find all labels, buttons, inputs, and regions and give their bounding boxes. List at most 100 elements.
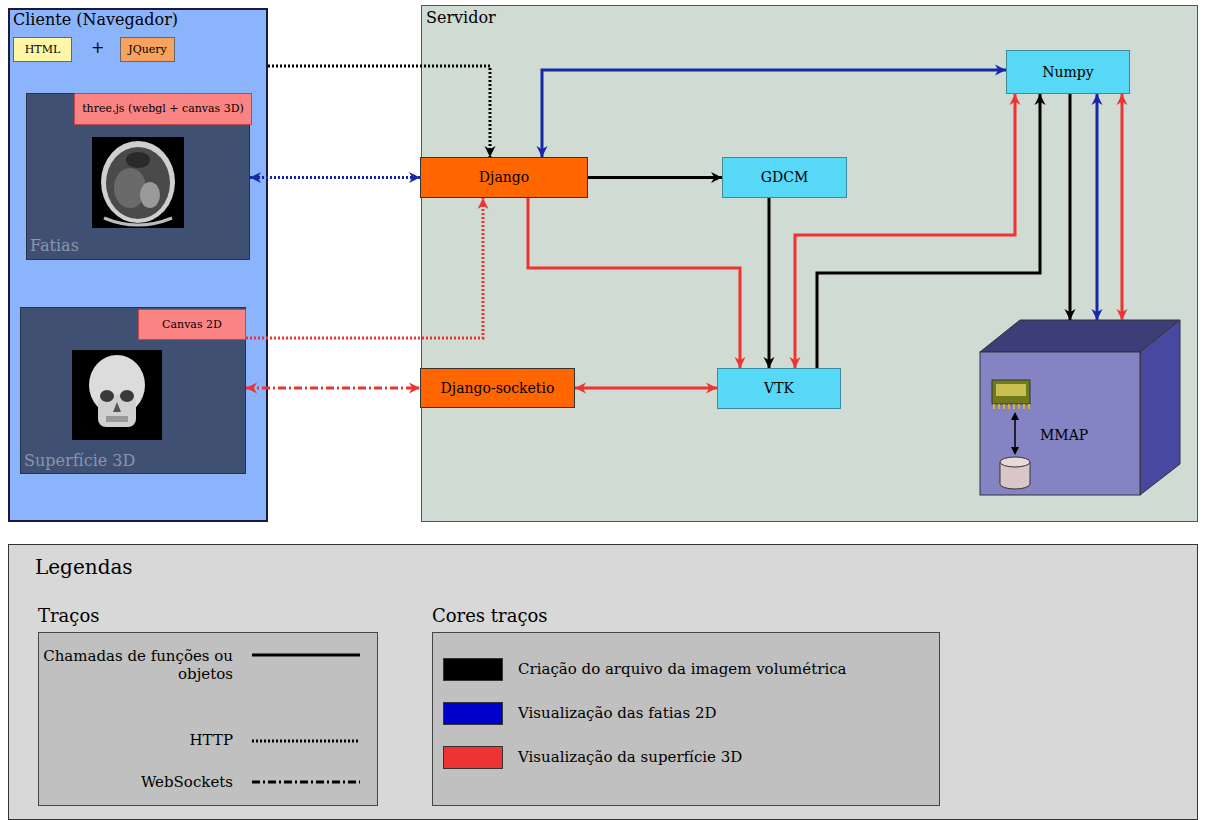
connector [575,383,717,394]
text-slot: Cores traços [432,605,548,627]
memory-chip [992,380,1030,404]
arrow-head [478,198,489,209]
text-slot: Traços [38,605,100,627]
connector-line [575,387,717,390]
node-label: MMAP [1040,427,1088,444]
connector [764,198,775,368]
node-label: Fatias [30,236,79,255]
arrow-head [735,357,746,368]
connector [528,198,746,368]
connector-line [768,198,771,368]
connector-line [795,94,1015,368]
arrow-head [1010,94,1021,105]
connector [1092,94,1103,320]
arrow-head [995,65,1006,76]
connector [537,65,1007,158]
ct-slice-ground [92,137,184,228]
cube-front [980,352,1140,495]
text-slot: Visualização das fatias 2D [518,704,717,722]
skull-cranium [89,355,145,415]
node-label: GDCM [761,169,808,186]
arrow-head [1092,309,1103,320]
library-box: VTK [717,368,841,409]
mmap-link [1014,418,1016,448]
node-label: Traços [38,605,100,627]
arrow-head [409,383,420,394]
connector [817,94,1046,368]
legend-swatch [443,746,503,769]
arrow-head [409,172,420,183]
ct-lesion [140,182,160,208]
arrow-head [711,172,722,183]
arrow-head [246,383,257,394]
connector-line [246,198,483,338]
text-slot: Legendas [35,555,133,579]
node-label: Canvas 2D [162,318,222,331]
node-label: Django-socketio [441,380,555,397]
text-slot: Visualização da superfície 3D [518,748,742,766]
legend-panel: LegendasTraçosChamadas de funções ou obj… [8,544,1198,820]
connector [268,66,496,157]
legend-group: Cores traçosCriação do arquivo da imagem… [432,603,940,806]
node-label: Legendas [35,555,133,579]
arrow-head [485,146,496,157]
arrow-head [250,172,261,183]
connector-line [246,387,420,390]
connector [246,383,420,394]
skull-ground [72,350,162,440]
arrow-head [1117,309,1128,320]
legend-swatch [443,658,503,681]
connector-line [1121,94,1124,320]
skull-nose [113,402,121,412]
legend-swatch [443,702,503,725]
connector-line [817,94,1040,368]
text-slot: Superfície 3D [24,451,135,470]
connector [1117,94,1128,320]
ct-table [104,218,172,225]
text-slot: Criação do arquivo da imagem volumétrica [518,660,847,678]
memory-chip-pins [994,404,1029,409]
operator-label: + [91,38,104,57]
skull-eye [120,390,134,402]
text-slot: Fatias [30,236,79,255]
connector-line [1069,94,1072,320]
node-label: Cores traços [432,605,548,627]
library-box: Numpy [1006,50,1130,94]
library-box: GDCM [722,157,847,198]
node-label: Numpy [1042,64,1093,81]
connector-line [542,70,1006,157]
connector-line [1096,94,1099,320]
arrow-head [1035,94,1046,105]
mmap-link-head [1011,412,1019,420]
legend-sample-dashdot [252,781,360,784]
text-slot: HTTP [43,731,233,749]
ct-ventricle [126,152,150,168]
connector [250,172,420,183]
skull-teeth [106,416,128,422]
process-box: Django-socketio [420,368,575,408]
legend-text: Chamadas de funções ou objetos [43,647,233,683]
text-slot: MMAP [1040,426,1088,444]
node-label: Django [479,169,529,186]
legend-text: Criação do arquivo da imagem volumétrica [518,660,847,678]
node-label: Cliente (Navegador) [13,10,178,29]
tech-box: three.js (webgl + canvas 3D) [74,93,252,125]
ct-skull-bone [101,141,175,223]
node-label: HTML [25,43,61,56]
legend-text: Visualização da superfície 3D [518,748,742,766]
legend-text: HTTP [190,731,233,749]
connector-line [268,66,490,157]
cube-side [1140,320,1180,495]
tech-box: HTML [13,37,72,62]
text-slot: Chamadas de funções ou objetos [43,647,233,683]
node-label: Superfície 3D [24,451,135,470]
legend-group: TraçosChamadas de funções ou objetosHTTP… [38,603,378,806]
legend-text: WebSockets [141,773,233,791]
tech-box: JQuery [120,37,175,62]
connector [790,94,1021,368]
connector-line [588,176,722,179]
arrow-head [1117,94,1128,105]
node-label: JQuery [128,43,167,56]
